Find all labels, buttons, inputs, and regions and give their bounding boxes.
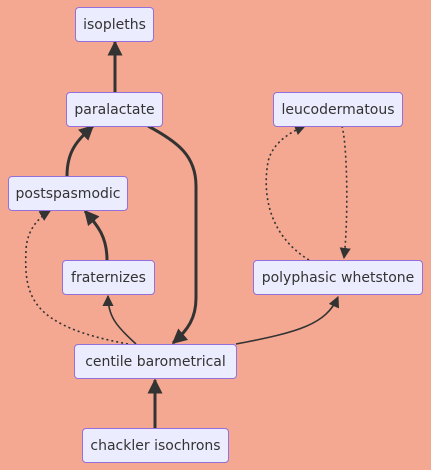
edge-polyphasic-to-leucodermatous: [265, 124, 310, 261]
node-label: polyphasic whetstone: [261, 269, 415, 286]
edge-centile-to-polyphasic: [235, 295, 340, 345]
edge-centile-to-fraternizes: [102, 294, 137, 345]
edge-leucodermatous-to-polyphasic: [339, 125, 351, 260]
node-label: leucodermatous: [281, 101, 395, 118]
edge-fraternizes-to-postspasmodic: [83, 209, 109, 261]
edge-postspasmodic-to-paralactate: [65, 124, 95, 177]
node-label: paralactate: [74, 101, 155, 118]
node-chackler-isochrons[interactable]: chackler isochrons: [82, 428, 229, 463]
node-isopleths[interactable]: isopleths: [75, 7, 154, 42]
node-label: centile barometrical: [85, 353, 226, 370]
node-label: fraternizes: [71, 269, 146, 286]
node-polyphasic-whetstone[interactable]: polyphasic whetstone: [253, 260, 423, 295]
node-centile-barometrical[interactable]: centile barometrical: [74, 344, 237, 379]
node-paralactate[interactable]: paralactate: [66, 92, 163, 127]
edge-paralactate-to-centile: [147, 124, 198, 345]
node-postspasmodic[interactable]: postspasmodic: [8, 176, 128, 211]
node-fraternizes[interactable]: fraternizes: [62, 260, 155, 295]
node-label: postspasmodic: [15, 185, 121, 202]
node-label: chackler isochrons: [90, 437, 221, 454]
node-leucodermatous[interactable]: leucodermatous: [273, 92, 403, 127]
node-label: isopleths: [83, 16, 146, 33]
